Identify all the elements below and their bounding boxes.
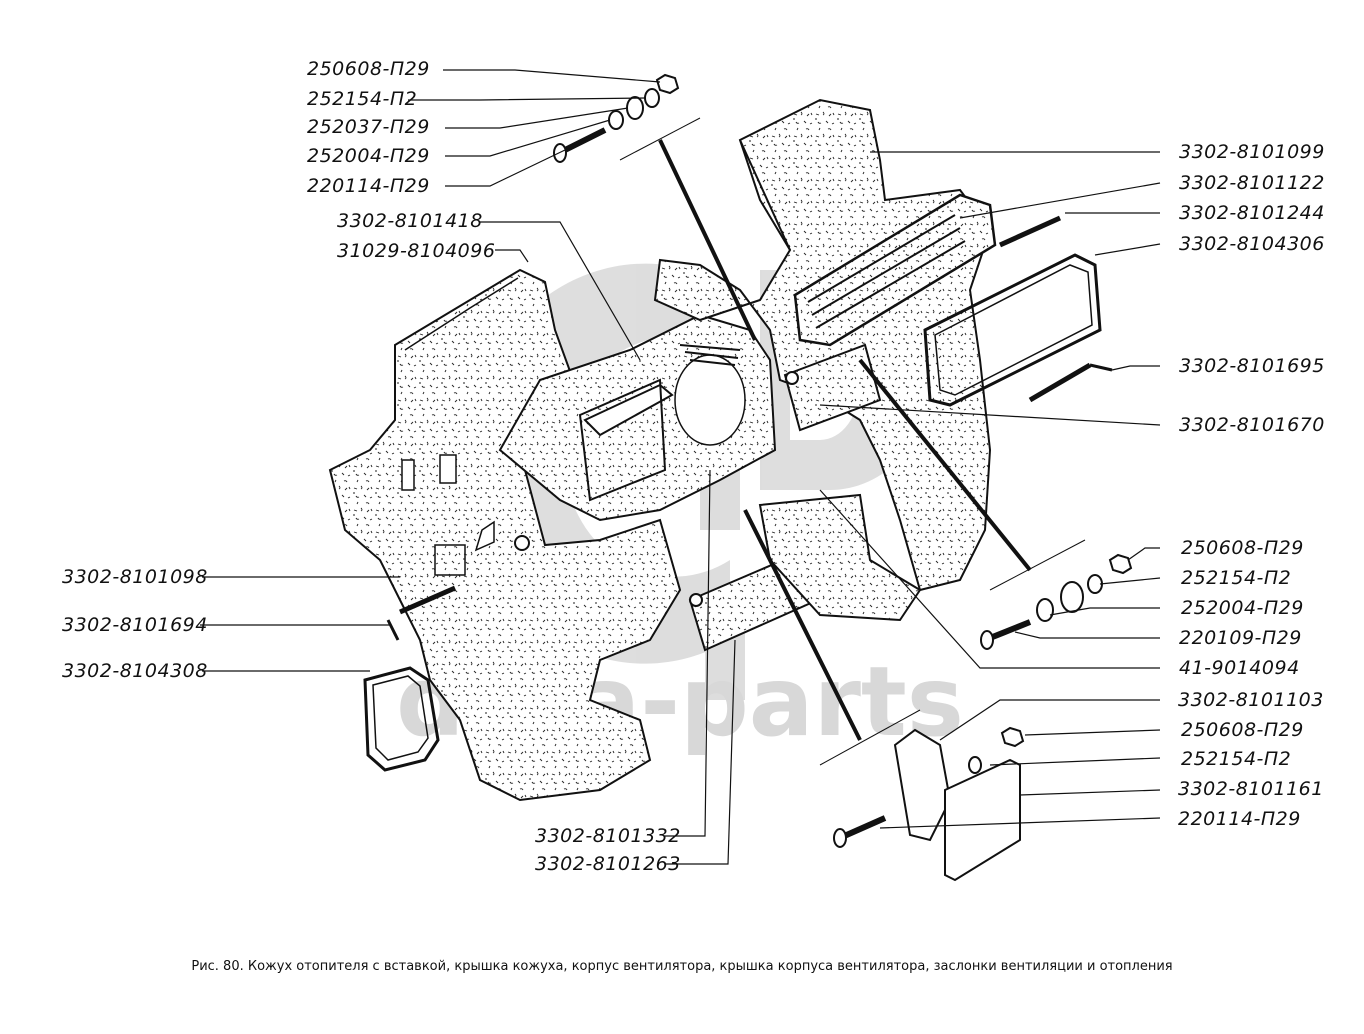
part-label: 3302-8101103 (1178, 689, 1324, 711)
part-label: 252004-П29 (1181, 597, 1304, 619)
part-label: 250608-П29 (1181, 719, 1304, 741)
heater-casing-left (328, 268, 682, 802)
axle-right-upper (998, 215, 1062, 248)
part-label: 3302-8101122 (1179, 172, 1325, 194)
part-label: 252154-П2 (1181, 567, 1292, 589)
part-label: 3302-8101695 (1179, 355, 1325, 377)
part-label: 3302-8101332 (535, 825, 681, 847)
part-label: 252004-П29 (307, 145, 430, 167)
part-label: 3302-8104308 (62, 660, 208, 682)
damper-upper (783, 343, 882, 432)
part-label: 3302-8101161 (1178, 778, 1324, 800)
gasket-frame-right (923, 253, 1102, 407)
fan-housing (498, 313, 777, 522)
part-label: 252154-П2 (1181, 748, 1292, 770)
part-label: 252154-П2 (307, 88, 418, 110)
part-label: 220114-П29 (307, 175, 430, 197)
part-label: 41-9014094 (1179, 657, 1300, 679)
part-label: 3302-8101418 (337, 210, 483, 232)
damper-axle-left (386, 585, 456, 641)
part-label: 250608-П29 (1181, 537, 1304, 559)
part-label: 3302-8101263 (535, 853, 681, 875)
leader-lines (200, 69, 1161, 865)
part-label: 3302-8101670 (1179, 414, 1325, 436)
figure-caption: Рис. 80. Кожух отопителя с вставкой, кры… (191, 959, 1173, 974)
part-label: 3302-8104306 (1179, 233, 1325, 255)
gasket-frame-left (363, 666, 440, 772)
part-label: 252037-П29 (307, 116, 430, 138)
insert-grille (793, 193, 997, 347)
part-label: 3302-8101244 (1179, 202, 1325, 224)
axle-right-lower (1028, 362, 1113, 403)
duct-tray (758, 493, 922, 622)
part-label: 3302-8101098 (62, 566, 208, 588)
hardware-top (553, 73, 680, 163)
assembly-axis-lines (619, 117, 1086, 766)
part-label: 250608-П29 (307, 58, 430, 80)
part-label: 3302-8101099 (1179, 141, 1325, 163)
part-label: 31029-8104096 (337, 240, 496, 262)
part-label: 220114-П29 (1178, 808, 1301, 830)
bracket-bottom-right (833, 726, 1025, 882)
part-label: 220109-П29 (1179, 627, 1302, 649)
part-label: 3302-8101694 (62, 614, 208, 636)
hardware-right (980, 553, 1133, 650)
